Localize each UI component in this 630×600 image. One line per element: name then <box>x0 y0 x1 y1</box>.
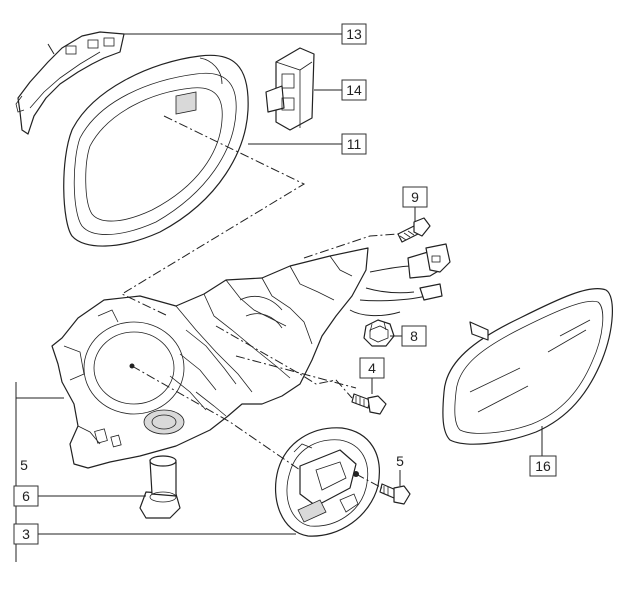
part-9-screw <box>397 217 431 243</box>
callout-3: 3 <box>13 523 39 545</box>
svg-text:9: 9 <box>411 189 419 205</box>
wiring-harness <box>349 243 451 317</box>
svg-text:3: 3 <box>22 526 30 542</box>
callout-5-left: 5 <box>20 457 28 473</box>
callout-4: 4 <box>359 357 385 379</box>
callout-5-right: 5 <box>396 453 404 469</box>
svg-text:16: 16 <box>535 458 551 474</box>
part-11-housing-cover <box>63 54 249 247</box>
callout-8: 8 <box>401 325 427 347</box>
callout-13: 13 <box>341 23 367 45</box>
svg-text:8: 8 <box>410 328 418 344</box>
callout-9: 9 <box>402 186 428 208</box>
assembly-lines <box>120 115 399 489</box>
svg-text:6: 6 <box>22 488 30 504</box>
callout-16: 16 <box>529 455 557 477</box>
callout-11: 11 <box>341 133 367 155</box>
svg-text:4: 4 <box>368 360 376 376</box>
callout-14: 14 <box>341 79 367 101</box>
svg-text:5: 5 <box>396 453 404 469</box>
part-13-bracket <box>15 31 125 135</box>
svg-text:11: 11 <box>347 136 362 152</box>
part-5-screw <box>379 483 411 505</box>
svg-text:13: 13 <box>346 26 362 42</box>
part-8-grommet <box>363 319 395 347</box>
part-14-module <box>265 47 315 131</box>
leader-lines <box>15 33 543 562</box>
part-5-mirror-base <box>51 247 369 469</box>
svg-text:5: 5 <box>20 457 28 473</box>
part-4-screw <box>351 393 387 415</box>
svg-text:14: 14 <box>346 82 362 98</box>
callout-6: 6 <box>13 485 39 507</box>
part-3-adjusting-unit <box>274 427 380 537</box>
part-16-mirror-glass <box>442 288 613 445</box>
part-6-lamp <box>139 455 181 519</box>
